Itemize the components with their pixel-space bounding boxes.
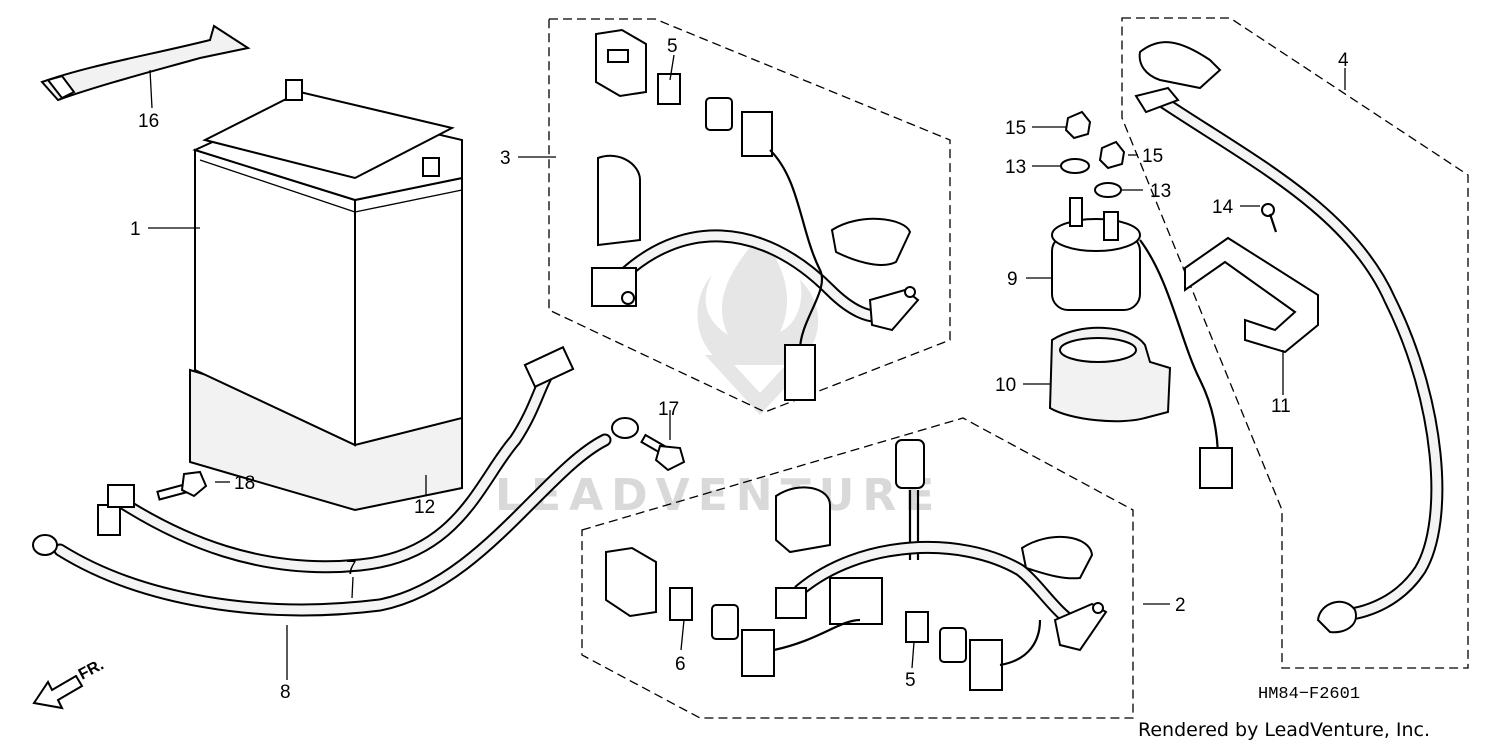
front-direction-marker: FR. [32,656,107,710]
bolt-18 [156,470,208,501]
callout-14: 14 [1212,197,1234,218]
bolt-17 [640,433,686,472]
callout-8: 8 [280,682,291,703]
callout-12: 12 [414,497,435,518]
callout-3: 3 [500,148,511,169]
callout-15-right: 15 [1142,146,1163,167]
watermark-text: LEADVENTURE [495,470,942,521]
callout-17: 17 [658,399,679,420]
callout-6: 6 [675,654,686,675]
group-outline-sub-harness-2 [581,417,1134,719]
relay-cover [1184,236,1319,354]
battery-cables [32,345,639,617]
callout-7: 7 [346,558,357,579]
callout-5-lower: 5 [905,670,916,691]
callout-16: 16 [138,111,159,132]
front-label: FR. [76,656,107,683]
watermark-flame-icon [697,235,819,365]
drawing-code: HM84−F2601 [1258,685,1360,704]
callout-9: 9 [1007,269,1018,290]
sub-harness-upper [591,28,920,401]
battery-band [40,24,251,102]
callout-1: 1 [130,219,141,240]
starter-cable [1134,41,1444,634]
front-arrow-icon [32,674,84,710]
callout-5-upper: 5 [667,36,678,57]
group-outline-starter-cable-4 [1121,17,1469,669]
group-outline-sub-harness-3 [548,18,951,413]
callout-18: 18 [234,473,255,494]
callout-11: 11 [1271,396,1291,417]
callout-15-left: 15 [1005,118,1026,139]
credit-text: Rendered by LeadVenture, Inc. [1138,719,1430,741]
starter-relay [1051,197,1233,489]
callout-4: 4 [1338,50,1349,71]
sub-harness-lower [605,439,1108,691]
callout-13-right: 13 [1150,181,1171,202]
callout-10: 10 [995,375,1016,396]
battery [189,79,463,512]
relay-rubber-mount [1048,326,1172,423]
callout-2: 2 [1175,595,1186,616]
callout-13-left: 13 [1005,157,1026,178]
leader-lines [148,54,1346,680]
callouts: 1 2 3 4 5 5 6 7 8 9 10 11 12 13 13 14 15… [130,36,1349,703]
hardware [1060,110,1278,233]
watermark: LEADVENTURE [495,235,942,521]
